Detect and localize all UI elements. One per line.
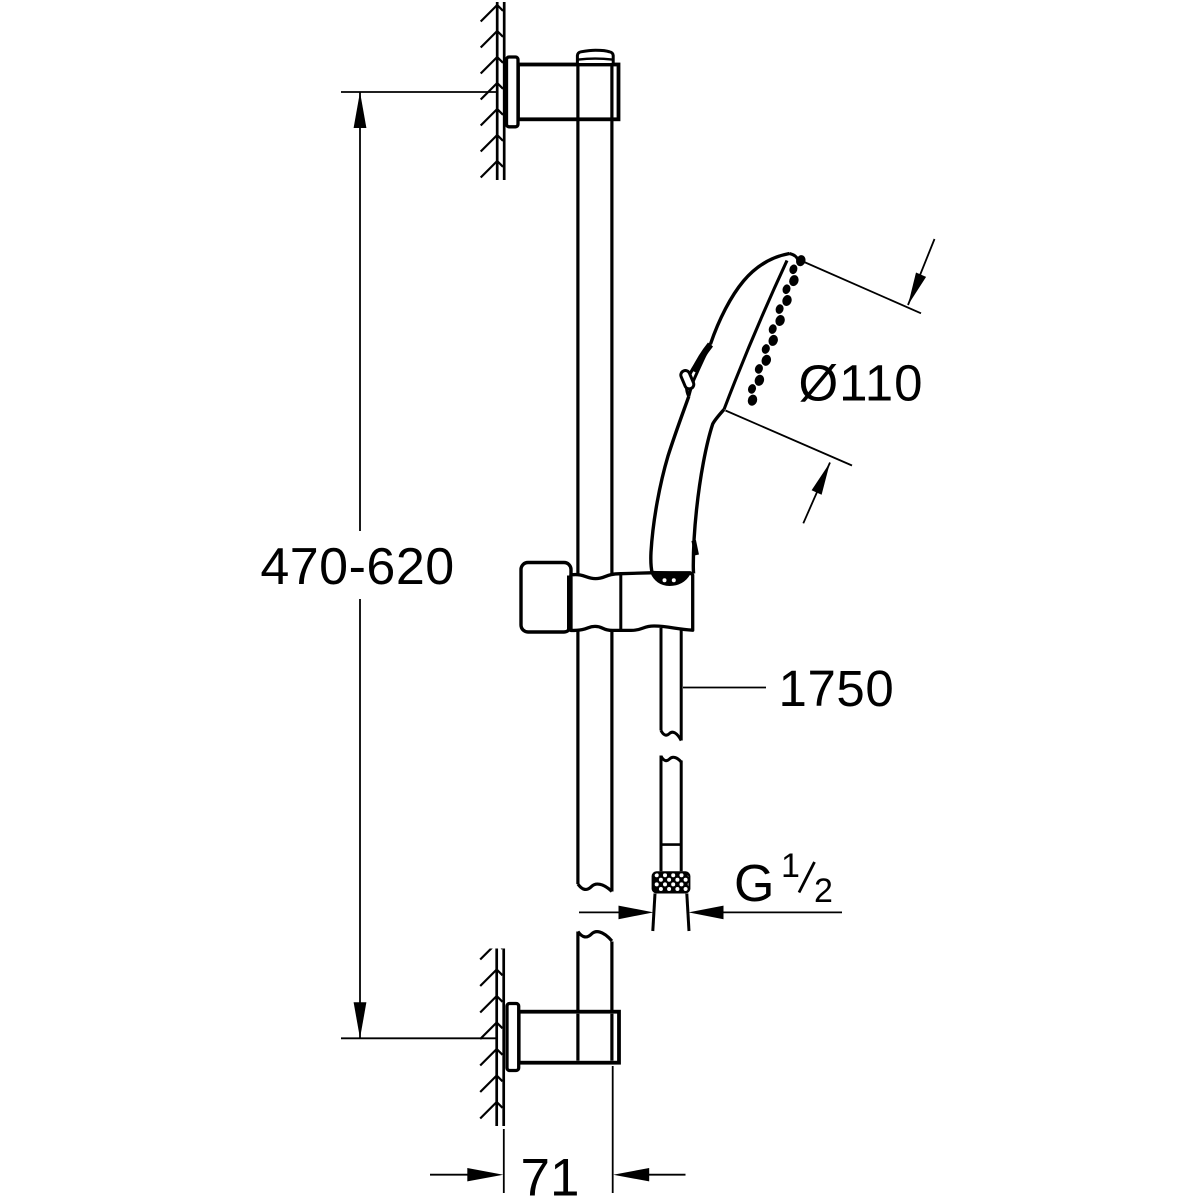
svg-text:G: G <box>734 855 774 913</box>
svg-text:2: 2 <box>814 872 833 910</box>
svg-text:470-620: 470-620 <box>260 538 454 596</box>
svg-text:Ø110: Ø110 <box>799 355 924 412</box>
svg-text:1: 1 <box>781 847 800 885</box>
svg-text:1750: 1750 <box>779 660 895 717</box>
svg-text:71: 71 <box>521 1149 580 1200</box>
